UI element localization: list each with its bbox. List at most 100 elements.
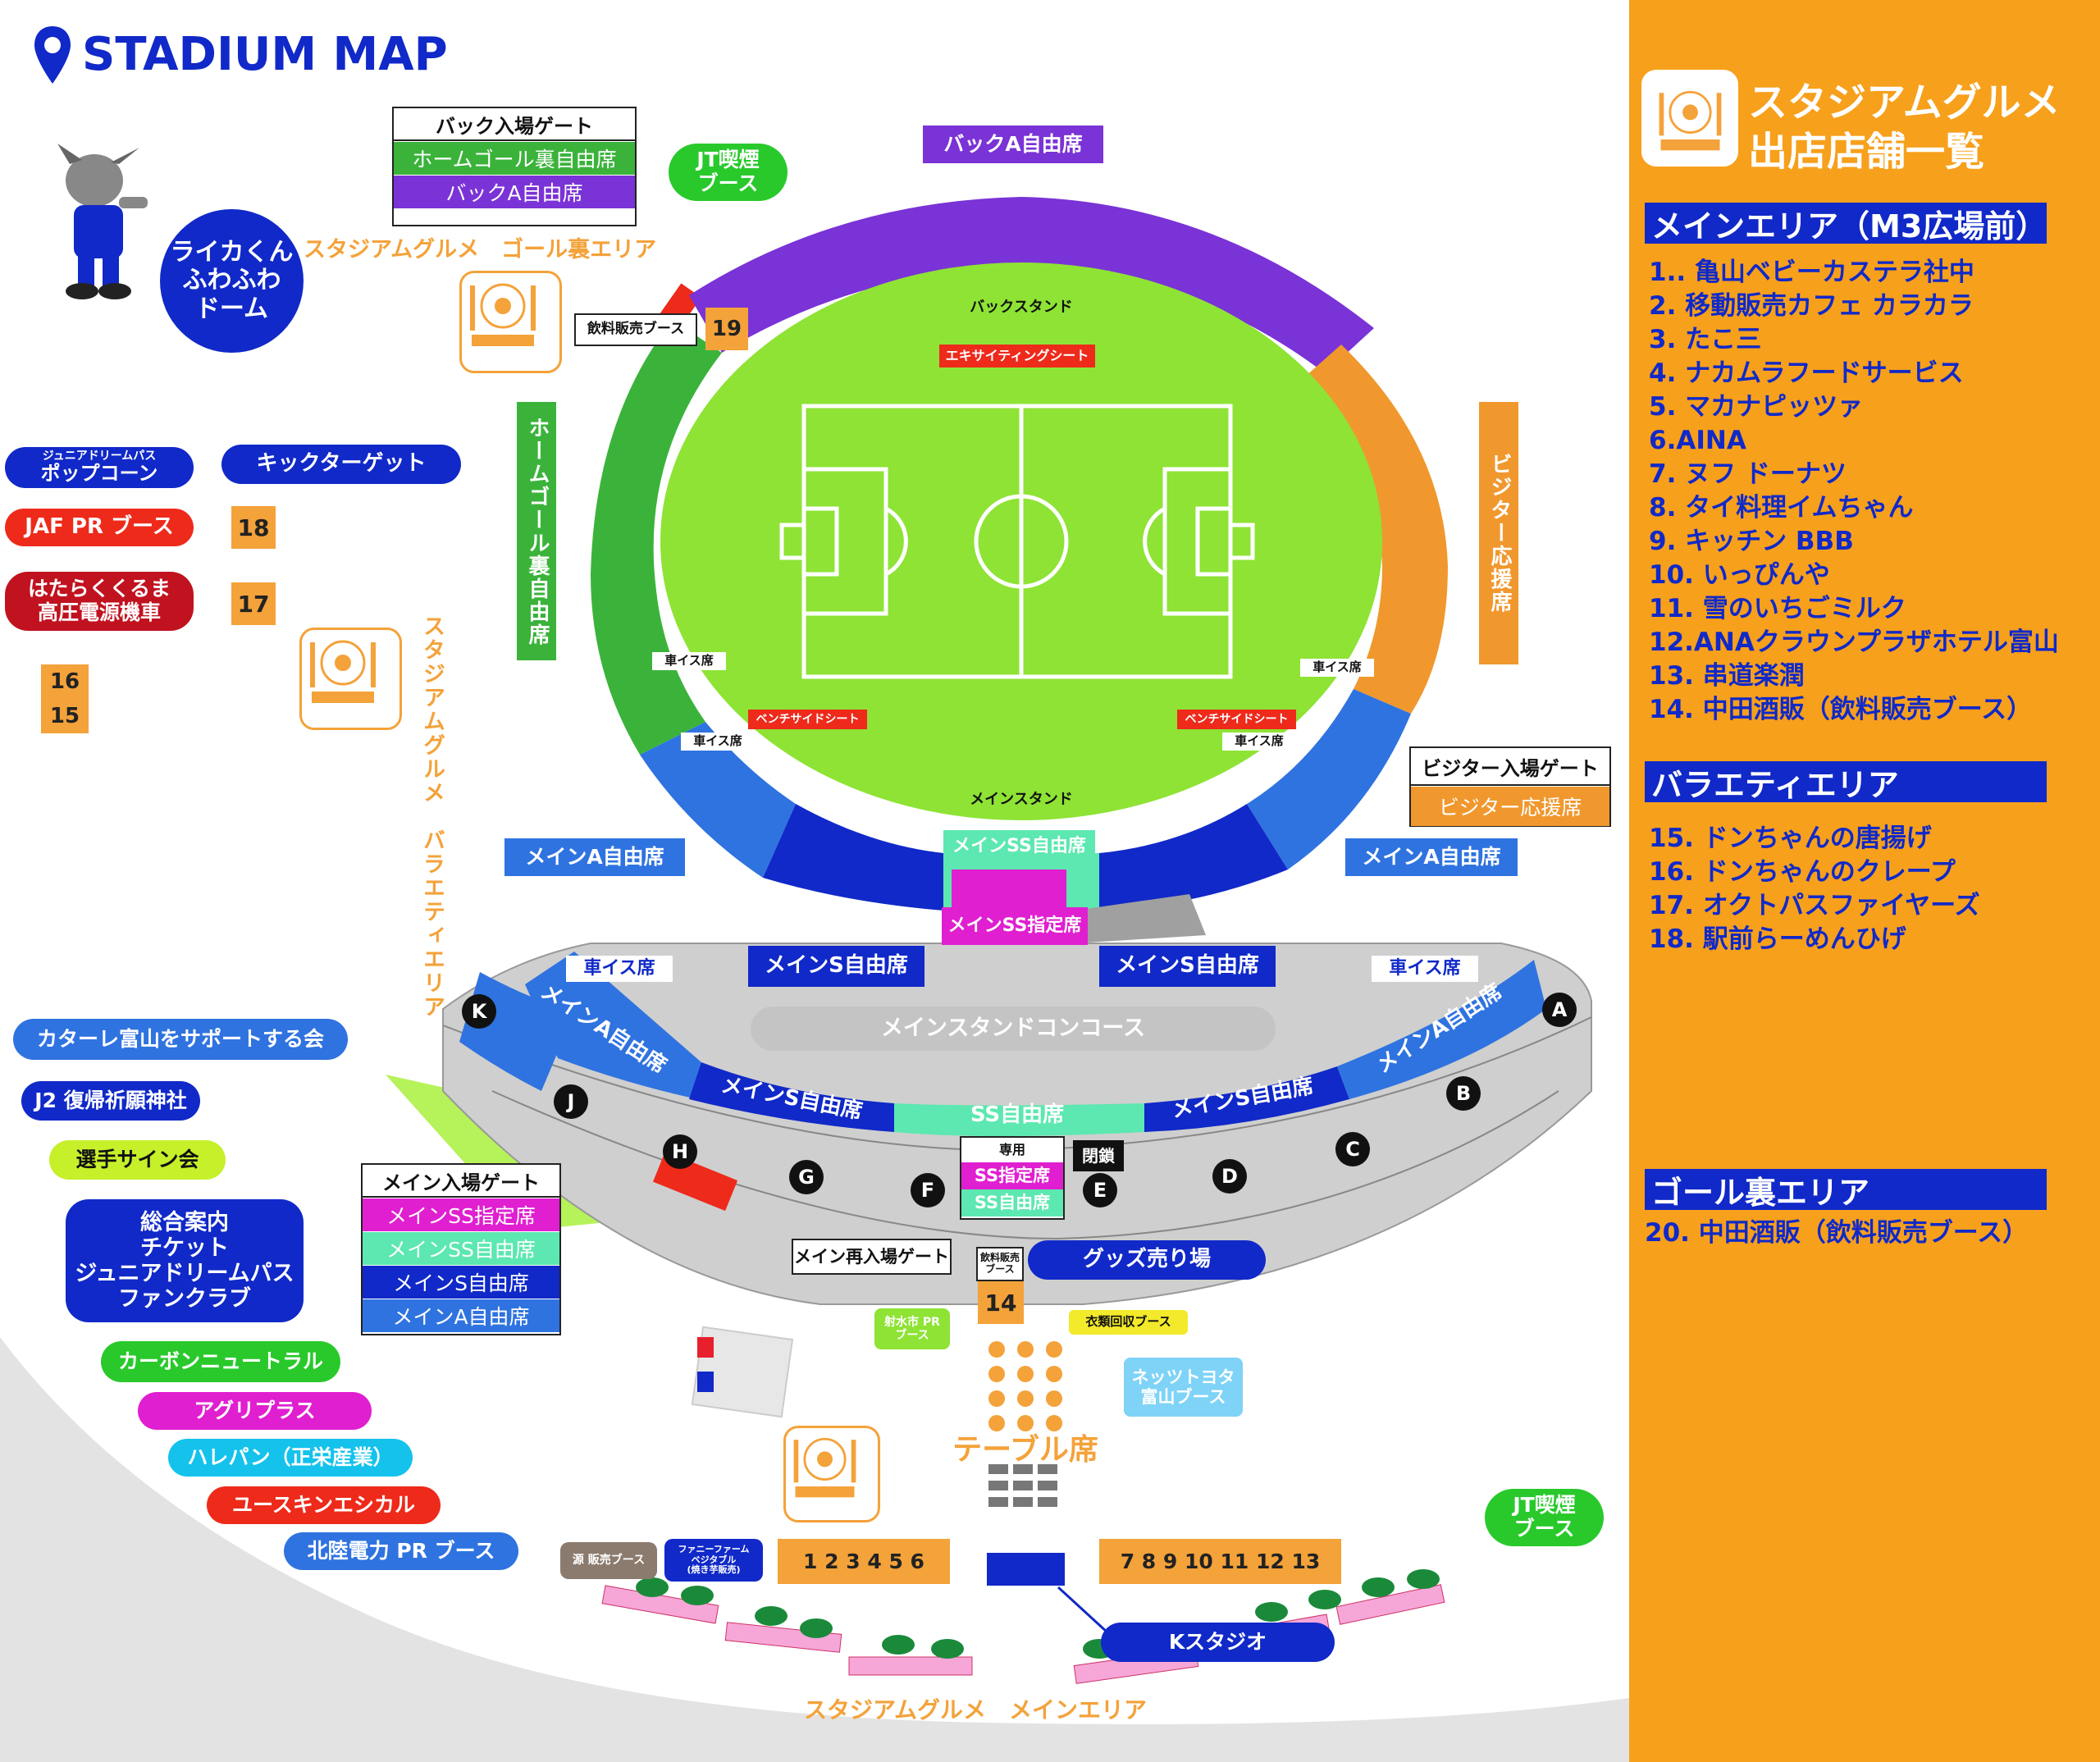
main-a-free-right-label: メインA自由席 xyxy=(1345,838,1518,876)
harepan-booth: ハレパン（正栄産業） xyxy=(168,1439,413,1477)
wheelchair-seat-label: 車イス席 xyxy=(693,733,742,749)
main-a-free-left-label: メインA自由席 xyxy=(504,838,685,876)
shop-list-item: 20. 中田酒販（飲料販売ブース） xyxy=(1645,1218,2029,1248)
home-goal-free-label: ホームゴール裏自由席 xyxy=(517,402,556,660)
hataraku-booth: はたらくくるま 高圧電源機車 xyxy=(5,572,194,631)
visitor-gate-title: ビジター入場ゲート xyxy=(1411,748,1609,786)
mascot-figure xyxy=(49,139,156,304)
main-gate-row-a-free: メインA自由席 xyxy=(363,1299,559,1332)
gate-letter-b[interactable]: B xyxy=(1446,1076,1481,1111)
gen-sales-booth: 源 販売ブース xyxy=(560,1542,657,1579)
main-gate-title: メイン入場ゲート xyxy=(363,1165,559,1198)
bench-side-seat-left: ベンチサイドシート xyxy=(748,710,867,729)
wheelchair-seat-left-bottom: 車イス席 xyxy=(681,733,755,751)
wheelchair-seat-label: 車イス席 xyxy=(1389,958,1461,979)
goal-area-gourmet-label: スタジアムグルメ ゴール裏エリア xyxy=(304,237,657,263)
gate-letter-c[interactable]: C xyxy=(1335,1132,1370,1166)
goal-area-header: ゴール裏エリア xyxy=(1645,1169,2047,1211)
shop-list-item: 10. いっぴんや xyxy=(1649,560,1830,590)
main-gate-row-ss-free: メインSS自由席 xyxy=(363,1231,559,1265)
main-reentry-gate: メイン再入場ゲート xyxy=(792,1239,952,1275)
main-gate-row-ss-reserved: メインSS指定席 xyxy=(363,1198,559,1231)
drink-booth-small: 飲料販売 ブース xyxy=(976,1247,1024,1281)
shop-list-item: 6.AINA xyxy=(1649,426,1746,455)
gate-letter-h[interactable]: H xyxy=(663,1134,697,1169)
sidebar-title-line1: スタジアムグルメ xyxy=(1748,80,2061,126)
shop-list-item: 11. 雪のいちごミルク xyxy=(1649,594,1906,623)
gate-letter-k[interactable]: K xyxy=(462,994,496,1029)
main-gate-row-s-free: メインS自由席 xyxy=(363,1265,559,1299)
j2-shrine-booth: J2 復帰祈願神社 xyxy=(21,1081,200,1121)
variety-area-header: バラエティエリア xyxy=(1645,761,2047,803)
junior-popcorn-label: ポップコーン xyxy=(40,462,158,486)
gate-letter-j[interactable]: J xyxy=(554,1084,588,1119)
dedicated-ss-free: SS自由席 xyxy=(961,1189,1063,1217)
back-gate-box: バック入場ゲート ホームゴール裏自由席 バックA自由席 xyxy=(392,107,637,226)
shop-list-item: 1.. 亀山ベビーカステラ社中 xyxy=(1649,258,1974,287)
wheelchair-seat-right-top: 車イス席 xyxy=(1300,659,1374,677)
number-19: 19 xyxy=(705,308,748,350)
back-gate-row-home-goal: ホームゴール裏自由席 xyxy=(394,141,635,175)
shop-list-item: 16. ドンちゃんのクレープ xyxy=(1649,857,1956,887)
back-gate-row-back-a: バックA自由席 xyxy=(394,175,635,208)
gate-letter-g[interactable]: G xyxy=(789,1160,824,1194)
gourmet-logo-icon xyxy=(299,628,402,730)
wheelchair-seat-label: 車イス席 xyxy=(1235,733,1284,749)
jt-smoking-booth-bottom: JT喫煙 ブース xyxy=(1485,1489,1604,1546)
main-s-free-right-label: メインS自由席 xyxy=(1099,946,1276,987)
back-a-free-label: バックA自由席 xyxy=(923,126,1103,163)
goal-area-list: 20. 中田酒販（飲料販売ブース） xyxy=(1645,1217,2028,1250)
gate-letter-e[interactable]: E xyxy=(1083,1173,1117,1207)
kick-target-booth: キックターゲット xyxy=(221,445,461,484)
wheelchair-seat-left-top: 車イス席 xyxy=(652,652,726,670)
netz-toyota-booth: ネッツトヨタ 富山ブース xyxy=(1124,1358,1243,1417)
stalls-7-13: 7 8 9 10 11 12 13 xyxy=(1099,1539,1341,1584)
bench-side-seat-right: ベンチサイドシート xyxy=(1177,710,1296,729)
player-sign-booth: 選手サイン会 xyxy=(49,1140,226,1180)
sidebar-title-line2: 出店店舗一覧 xyxy=(1748,129,1985,175)
junior-popcorn-small: ジュニアドリームパス xyxy=(42,450,157,463)
wheelchair-seat-lower-right: 車イス席 xyxy=(1372,956,1478,982)
goods-shop: グッズ売り場 xyxy=(1028,1240,1266,1280)
wheelchair-seat-right-bottom: 車イス席 xyxy=(1222,733,1296,751)
shop-list-item: 14. 中田酒販（飲料販売ブース） xyxy=(1649,695,2033,724)
stalls-1-6: 1 2 3 4 5 6 xyxy=(778,1539,950,1584)
number-17: 17 xyxy=(231,582,276,625)
youth-skin-booth: ユースキンエシカル xyxy=(207,1486,441,1524)
carbon-neutral-booth: カーボンニュートラル xyxy=(101,1341,340,1382)
dedicated-label: 専用 xyxy=(998,1141,1025,1157)
shop-list-item: 7. ヌフ ドーナツ xyxy=(1649,459,1847,489)
shop-list-item: 8. タイ料理イムちゃん xyxy=(1649,493,1914,523)
shop-list-item: 17. オクトパスファイヤーズ xyxy=(1649,891,1980,920)
table-seat-label: テーブル席 xyxy=(952,1432,1098,1467)
main-area-header: メインエリア（M3広場前） xyxy=(1645,203,2047,244)
shop-list-item: 15. ドンちゃんの唐揚げ xyxy=(1649,824,1932,853)
exciting-seat-label: エキサイティングシート xyxy=(939,345,1095,367)
main-stand-label: メインスタンド xyxy=(970,790,1073,808)
map-title: STADIUM MAP xyxy=(82,28,448,82)
shop-list-item: 3. たこ三 xyxy=(1649,325,1762,354)
jt-smoking-booth-top: JT喫煙 ブース xyxy=(669,144,788,201)
funny-farm-booth: ファニーファーム ベジタブル (焼き芋販売) xyxy=(664,1539,763,1582)
back-stand-label: バックスタンド xyxy=(970,298,1073,316)
main-area-gourmet-label: スタジアムグルメ メインエリア xyxy=(804,1696,1148,1723)
gate-letter-f[interactable]: F xyxy=(911,1173,945,1207)
k-studio: Kスタジオ xyxy=(1101,1623,1335,1662)
location-pin-icon xyxy=(33,25,72,86)
number-16: 16 xyxy=(41,664,89,699)
closed-label: 閉鎖 xyxy=(1073,1140,1124,1171)
gourmet-logo-icon xyxy=(459,271,562,373)
wheelchair-seat-lower-left: 車イス席 xyxy=(566,956,673,982)
gourmet-logo-icon xyxy=(783,1426,880,1522)
drink-booth-top: 飲料販売ブース xyxy=(574,313,697,346)
main-ss-reserved-label: メインSS指定席 xyxy=(942,907,1088,945)
gourmet-logo-icon xyxy=(1641,70,1738,167)
gate-letter-d[interactable]: D xyxy=(1212,1159,1247,1194)
number-18: 18 xyxy=(231,506,276,549)
junior-popcorn-booth: ジュニアドリームパス ポップコーン xyxy=(5,447,194,488)
restroom-icon xyxy=(696,1333,712,1390)
gate-letter-a[interactable]: A xyxy=(1542,993,1577,1027)
dedicated-ss-box: 専用 SS指定席 SS自由席 xyxy=(960,1136,1065,1220)
dedicated-ss-reserved: SS指定席 xyxy=(961,1162,1063,1189)
